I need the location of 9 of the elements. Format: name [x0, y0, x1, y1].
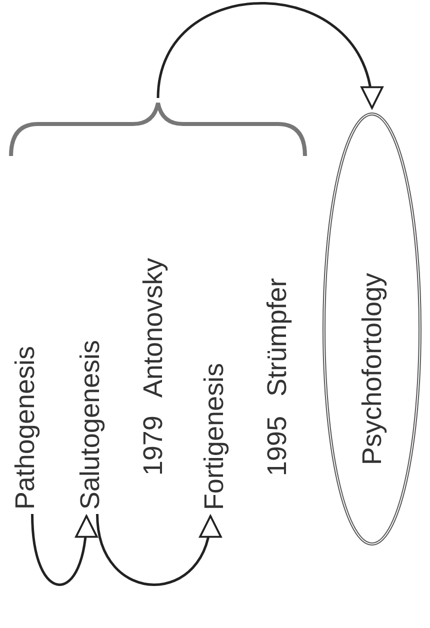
curved-arrow — [156, 2, 381, 109]
curved-arrow — [96, 514, 220, 586]
term-label: Fortigenesis — [201, 360, 228, 512]
term-label: 1995 Strümpfer — [264, 276, 291, 478]
term-label: Salutogenesis — [77, 338, 104, 512]
ellipse-label: Psychofortology — [358, 272, 386, 466]
curved-arrow — [31, 514, 97, 586]
term-label: Pathogenesis — [12, 344, 39, 512]
term-label: 1979 Antonovsky — [140, 256, 167, 478]
